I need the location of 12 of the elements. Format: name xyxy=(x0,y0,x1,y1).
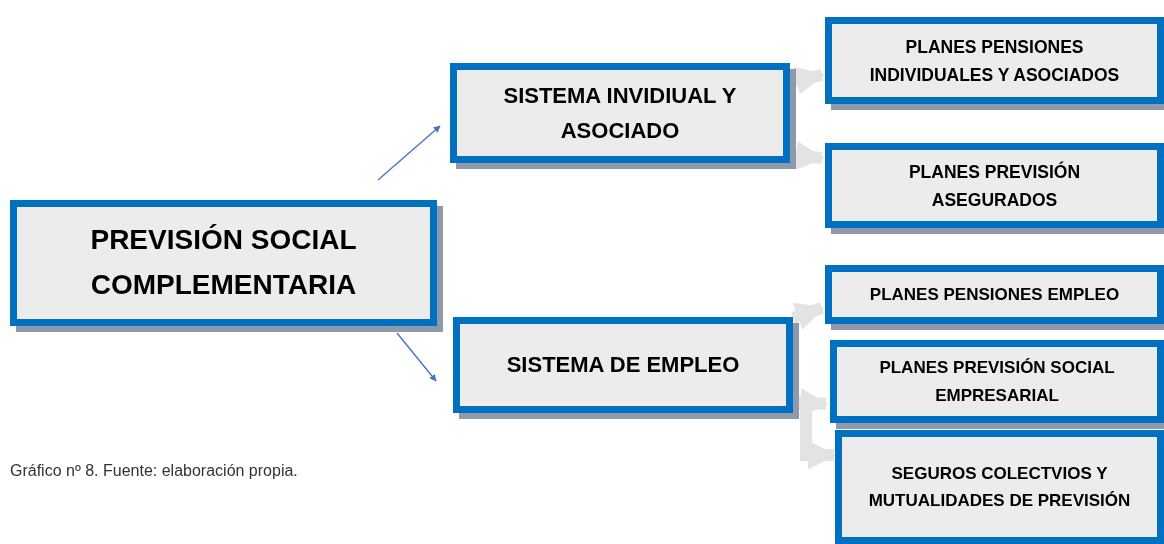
box-label: SISTEMA DE EMPLEO xyxy=(506,351,740,380)
box-label: PLANES PREVISIÓN ASEGURADOS xyxy=(907,160,1082,212)
caption: Gráfico nº 8. Fuente: elaboración propia. xyxy=(10,462,298,480)
box-label: PLANES PENSIONES EMPLEO xyxy=(869,283,1120,306)
box-label: SEGUROS COLECTVIOS Y MUTUALIDADES DE PREVISIÓN xyxy=(867,462,1132,512)
block-arrow xyxy=(791,302,825,331)
box-label: PLANES PENSIONES INDIVIDUALES Y ASOCIADOS xyxy=(868,35,1121,87)
box-label: SISTEMA INVIDIUAL Y ASOCIADO xyxy=(502,81,738,145)
box-label: PLANES PREVISIÓN SOCIAL EMPRESARIAL xyxy=(878,357,1116,407)
process-box xyxy=(835,430,1164,544)
box-label: PREVISIÓN SOCIAL COMPLEMENTARIA xyxy=(89,223,358,302)
arrow xyxy=(377,125,441,181)
